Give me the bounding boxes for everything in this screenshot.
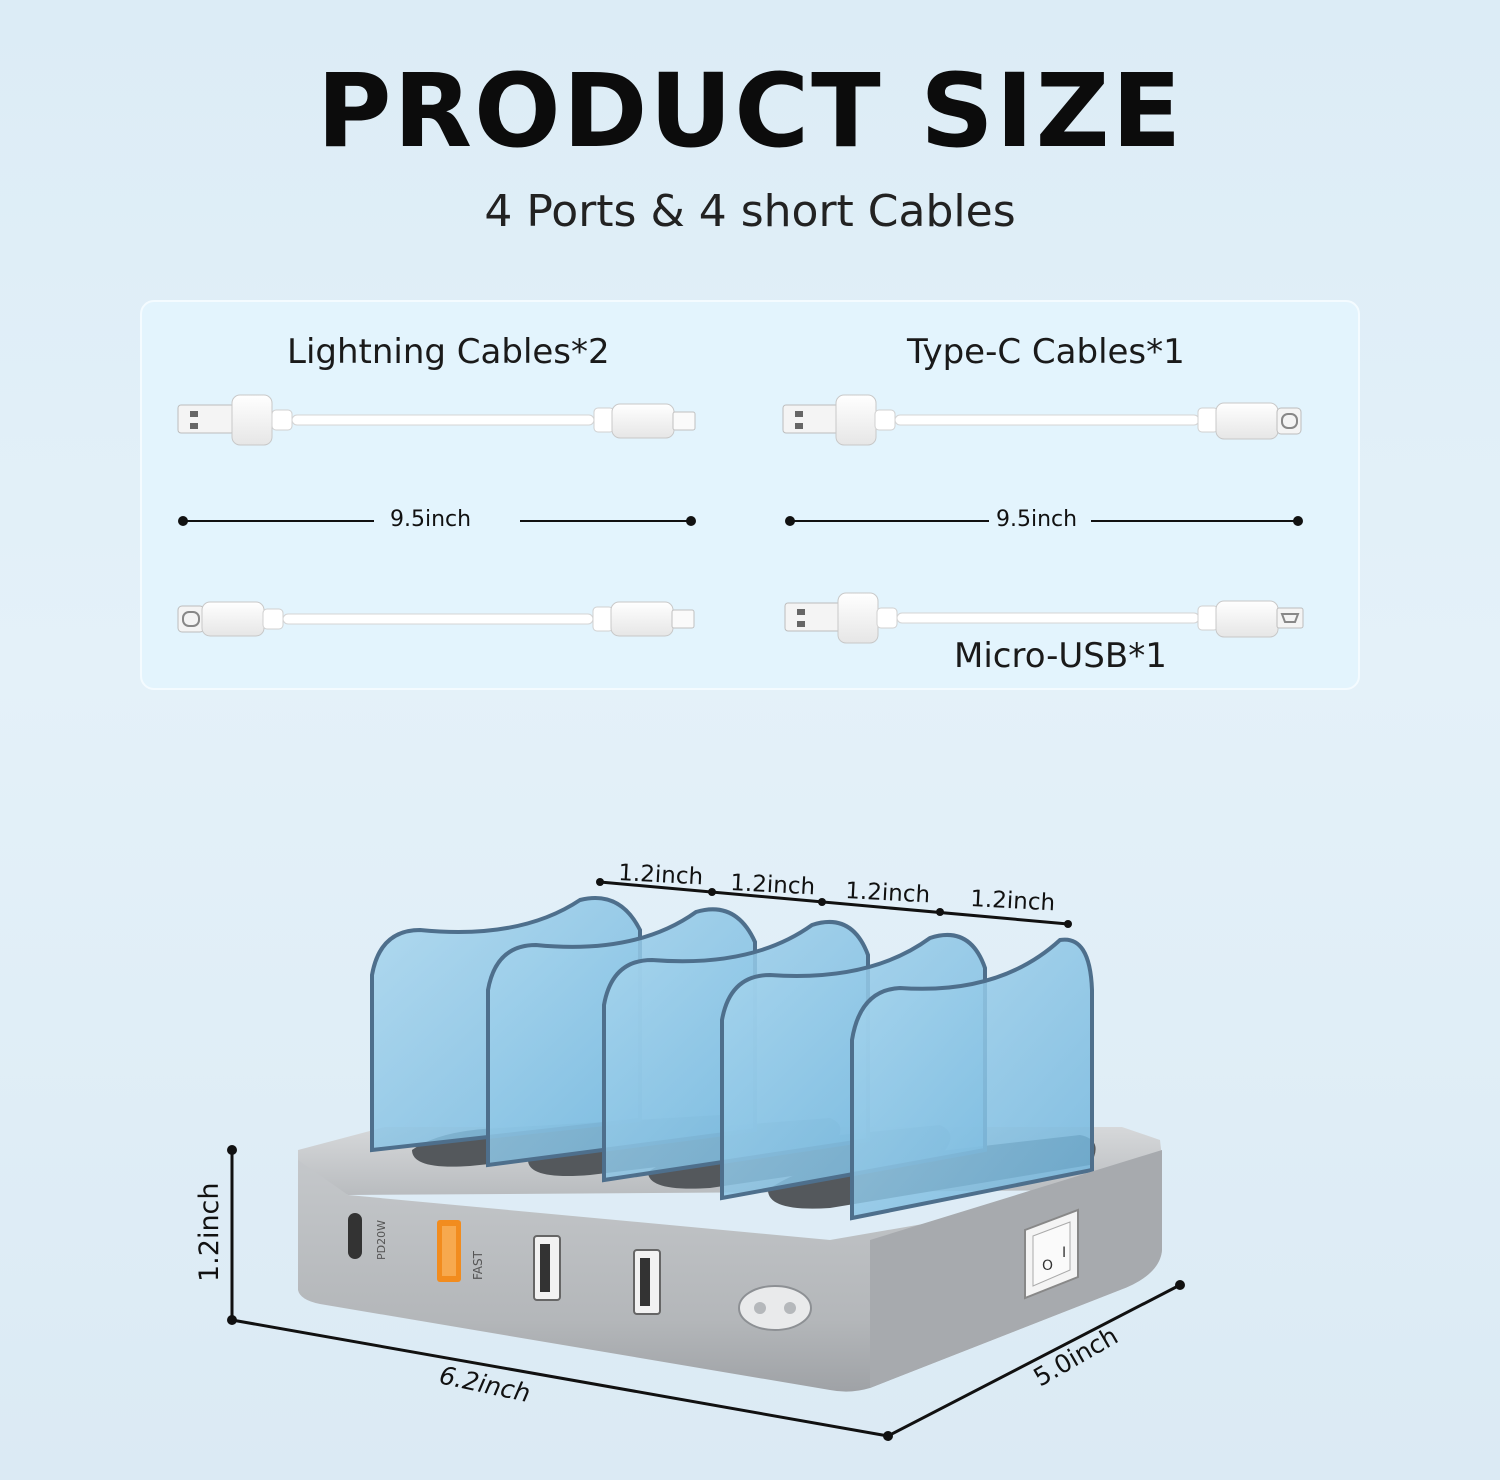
power-switch[interactable]: O I [1024,1208,1079,1300]
glass-dividers [370,896,1094,1221]
fast-usb-port [437,1220,461,1282]
depth-dimension [887,1280,1185,1438]
usb-a-port-2 [633,1249,661,1315]
cables-panel: Lightning Cables*2 Type-C Cables*1 Micro… [140,300,1360,690]
slot-width-label-2: 1.2inch [730,870,816,900]
cables-illustration [177,394,1304,644]
micro-usb-cable [784,592,1304,644]
lightning-cables-label: Lightning Cables*2 [287,332,610,372]
slot-width-dimension [596,878,1072,928]
power-inlet [738,1285,812,1331]
right-length-measure: 9.5inch [785,507,1303,532]
usb-c-port [348,1213,362,1259]
left-length-label: 9.5inch [390,507,472,532]
dock-side-panel [870,1150,1162,1388]
micro-usb-label: Micro-USB*1 [954,636,1167,676]
typec-cable [782,394,1302,446]
width-label: 6.2inch [437,1361,533,1409]
lightning-cable-usb-c [177,601,695,637]
switch-off-mark: O [1042,1258,1053,1274]
lightning-cable-usb-a [177,394,696,446]
left-length-measure: 9.5inch [178,507,696,532]
height-dimension [227,1145,237,1325]
height-label: 1.2inch [194,1182,225,1282]
pd20w-label: PD20W [375,1220,388,1260]
slot-width-label-4: 1.2inch [970,886,1056,916]
switch-on-mark: I [1062,1245,1066,1261]
page-title: PRODUCT SIZE [316,52,1184,171]
page-subtitle: 4 Ports & 4 short Cables [484,186,1016,237]
fast-label: FAST [471,1250,485,1280]
slot-width-label-3: 1.2inch [845,878,931,908]
slot-width-label-1: 1.2inch [618,860,704,890]
typec-cables-label: Type-C Cables*1 [907,332,1185,372]
usb-a-port-1 [533,1235,561,1301]
right-length-label: 9.5inch [996,507,1078,532]
